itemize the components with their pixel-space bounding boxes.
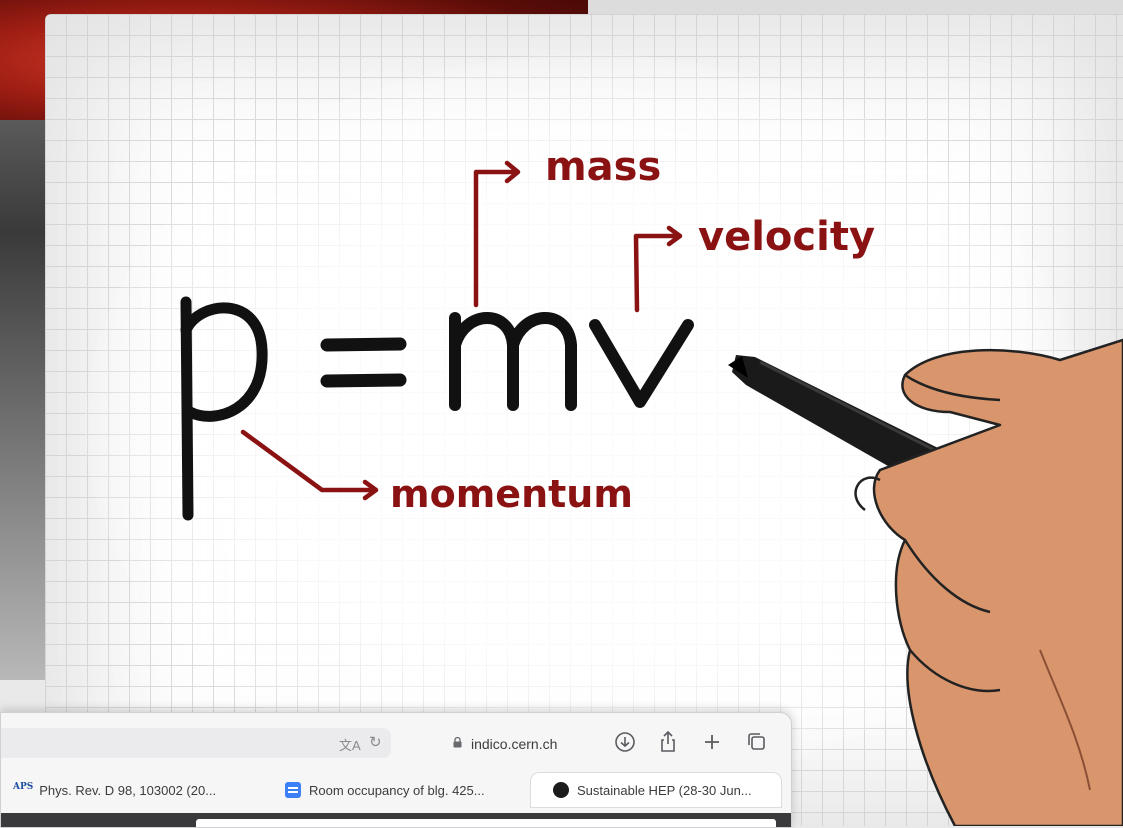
safari-window: indico.cern.ch 文A ↻ APS Phys. Rev. D 98,… [0,712,792,828]
url-text: indico.cern.ch [471,736,558,752]
letter-v [589,319,694,408]
equals-sign [320,337,407,388]
page-content-area [196,819,776,827]
velocity-arrow [633,225,683,313]
tab-label: Room occupancy of blg. 425... [309,782,485,798]
velocity-label: velocity [698,214,875,260]
letter-m [449,312,577,411]
download-icon[interactable] [612,729,638,755]
new-tab-icon[interactable] [699,729,725,755]
tab-label: Phys. Rev. D 98, 103002 (20... [39,782,217,798]
mass-label: mass [545,144,661,190]
letter-p [180,296,268,521]
translate-icon[interactable]: 文A [339,738,361,753]
mass-arrow [473,160,521,308]
share-icon[interactable] [655,729,681,755]
momentum-label: momentum [390,472,633,516]
tab-label: Sustainable HEP (28-30 Jun... [577,782,752,798]
background-shadow [0,120,45,680]
lock-icon [453,737,462,748]
momentum-arrow [240,429,379,501]
docs-icon [285,782,301,798]
hep-favicon-icon [553,782,569,798]
aps-favicon: APS [13,782,34,792]
hand [854,338,1123,826]
tab-sustainable-hep[interactable]: Sustainable HEP (28-30 Jun... [531,773,781,807]
address-bar[interactable]: indico.cern.ch [1,728,557,758]
page-content-top [1,813,791,827]
tab-bar: APS Phys. Rev. D 98, 103002 (20... Room … [1,773,791,809]
reload-icon[interactable]: ↻ [369,734,382,751]
browser-toolbar: indico.cern.ch 文A ↻ [1,713,791,767]
tab-overview-icon[interactable] [744,729,770,755]
tab-room-occupancy[interactable]: Room occupancy of blg. 425... [285,773,525,807]
tab-phys-rev[interactable]: APS Phys. Rev. D 98, 103002 (20... [13,773,253,807]
